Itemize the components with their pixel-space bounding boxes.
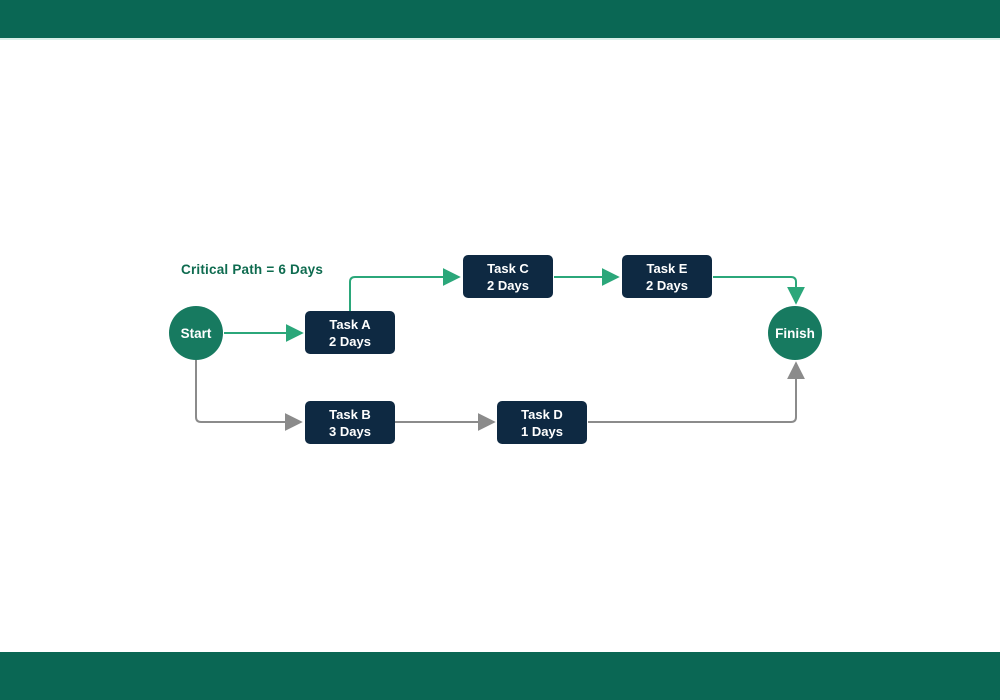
task-node-a: Task A 2 Days (305, 311, 395, 354)
task-b-name: Task B (329, 406, 371, 422)
bottom-border-bar (0, 652, 1000, 700)
task-e-duration: 2 Days (646, 277, 688, 293)
edge-start-to-task-b (195, 360, 303, 431)
task-node-d: Task D 1 Days (497, 401, 587, 444)
finish-node-label: Finish (775, 325, 815, 341)
start-node-label: Start (180, 325, 212, 341)
edge-task-a-to-task-c (349, 268, 461, 311)
task-node-c: Task C 2 Days (463, 255, 553, 298)
task-c-name: Task C (487, 260, 529, 276)
start-node: Start (169, 306, 223, 360)
edge-task-d-to-finish (588, 361, 805, 423)
task-a-duration: 2 Days (329, 333, 371, 349)
task-e-name: Task E (646, 260, 688, 276)
task-c-duration: 2 Days (487, 277, 529, 293)
task-d-name: Task D (521, 406, 563, 422)
critical-path-label: Critical Path = 6 Days (181, 262, 324, 277)
finish-node: Finish (768, 306, 822, 360)
edge-task-e-to-finish (713, 276, 805, 305)
task-b-duration: 3 Days (329, 423, 371, 439)
task-a-name: Task A (329, 316, 371, 332)
task-node-b: Task B 3 Days (305, 401, 395, 444)
top-border-bar (0, 0, 1000, 40)
task-node-e: Task E 2 Days (622, 255, 712, 298)
task-d-duration: 1 Days (521, 423, 563, 439)
